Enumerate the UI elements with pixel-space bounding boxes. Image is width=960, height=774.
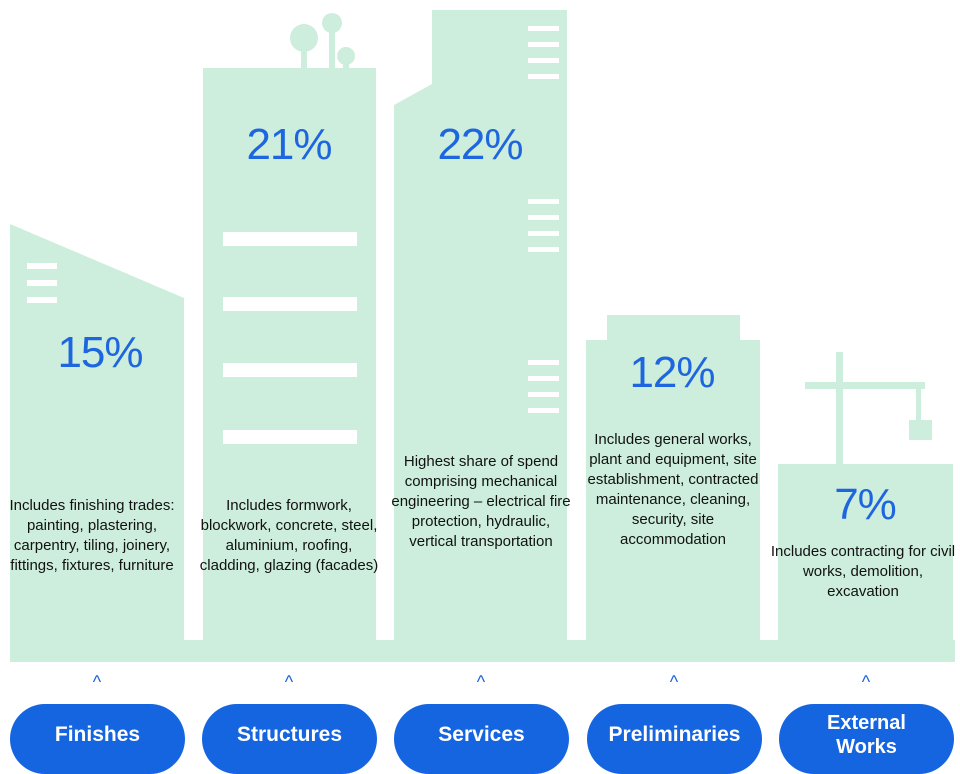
building-preliminaries-roof [607,315,740,345]
tree-icon [290,13,355,70]
structures-description: Includes formwork, blockwork, concrete, … [199,497,379,574]
services-description: Highest share of spend comprising mechan… [391,453,571,550]
external-works-percent: 7% [834,480,897,529]
preliminaries-description: Includes general works, plant and equipm… [587,431,759,548]
finishes-button[interactable]: Finishes [10,704,185,774]
services-percent: 22% [437,120,523,169]
building-structures [203,68,376,650]
structures-percent: 21% [246,120,332,169]
building-external-works [778,464,953,650]
chevron-up-icon: ^ [284,672,294,692]
preliminaries-button[interactable]: Preliminaries [587,704,762,774]
building-preliminaries [586,340,760,650]
building-finishes [10,224,184,650]
chevron-up-icon: ^ [861,672,871,692]
chevron-up-icon: ^ [669,672,679,692]
finishes-percent: 15% [57,328,143,377]
preliminaries-percent: 12% [629,348,715,397]
services-button[interactable]: Services [394,704,569,774]
finishes-description: Includes finishing trades: painting, pla… [9,497,175,574]
structures-button[interactable]: Structures [202,704,377,774]
chevron-up-icon: ^ [92,672,102,692]
crane-icon [805,352,932,468]
external-works-button[interactable]: External Works [779,704,954,774]
chevron-up-icon: ^ [476,672,486,692]
external-works-description: Includes contracting for civil works, de… [770,543,956,600]
building-services [394,10,567,650]
